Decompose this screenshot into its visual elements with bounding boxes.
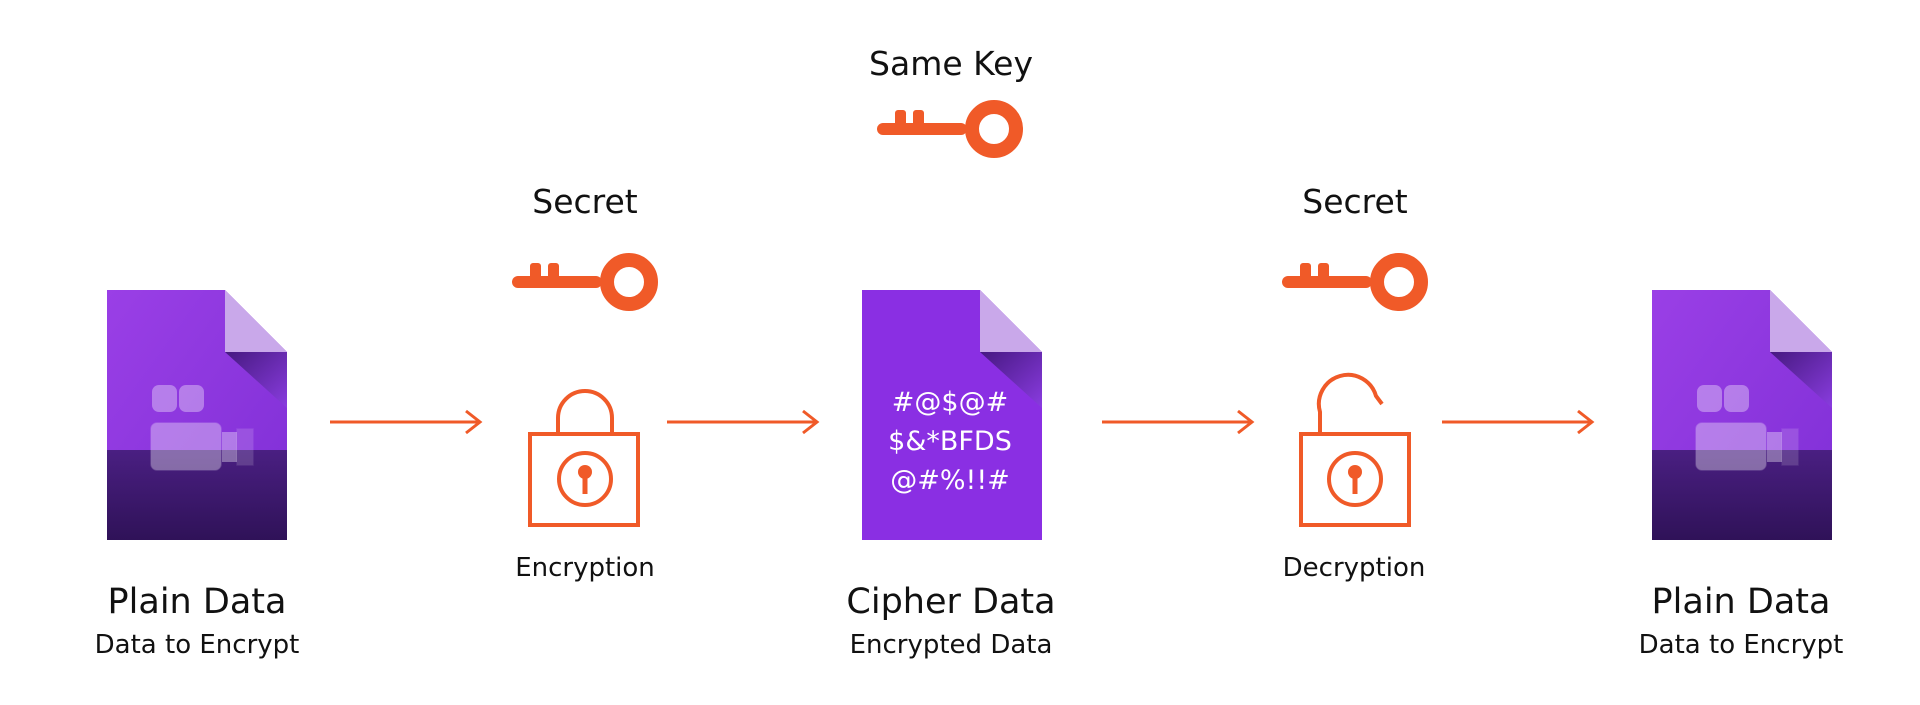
lock-open-icon (1299, 372, 1411, 527)
cipher-data-subtitle: Encrypted Data (849, 630, 1053, 660)
cipher-text-line: $&*BFDS (888, 426, 1012, 457)
encryption-key-icon (512, 260, 651, 304)
arrow-right-icon (1100, 409, 1254, 435)
encryption-label: Encryption (515, 553, 655, 583)
plain-data-right-video-file-icon (1651, 289, 1833, 541)
plain-data-right-subtitle: Data to Encrypt (1638, 630, 1844, 660)
arrow-right-icon (328, 409, 482, 435)
cipher-text-line: #@$@# (891, 387, 1009, 418)
plain-data-right-title: Plain Data (1651, 582, 1831, 622)
same-key-label: Same Key (869, 44, 1033, 83)
plain-data-left-title: Plain Data (107, 582, 287, 622)
cipher-data-title: Cipher Data (846, 582, 1056, 622)
same-key-icon (877, 107, 1016, 151)
plain-data-left-video-file-icon (106, 289, 288, 541)
decryption-secret-label: Secret (1302, 182, 1408, 221)
encryption-secret-label: Secret (532, 182, 638, 221)
arrow-right-icon (665, 409, 819, 435)
lock-closed-icon (528, 389, 640, 527)
decryption-label: Decryption (1282, 553, 1426, 583)
arrow-right-icon (1440, 409, 1594, 435)
decryption-key-icon (1282, 260, 1421, 304)
cipher-text-block: #@$@# $&*BFDS @#%!!# (860, 383, 1040, 500)
cipher-file-icon (862, 290, 1042, 540)
cipher-text-line: @#%!!# (890, 465, 1010, 496)
plain-data-left-subtitle: Data to Encrypt (94, 630, 300, 660)
